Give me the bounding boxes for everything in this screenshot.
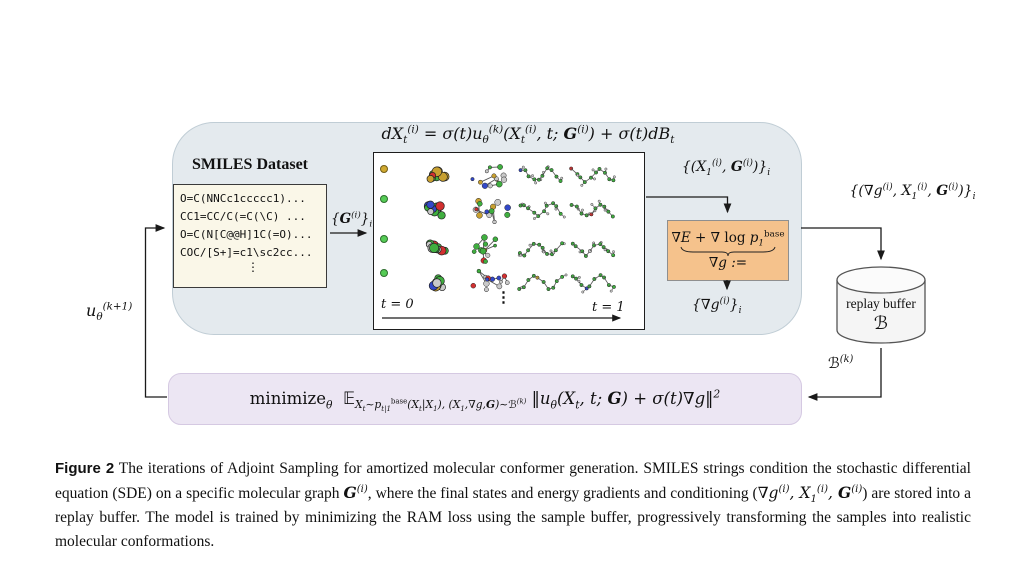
time-end-label: t = 1	[592, 300, 625, 315]
molecule-sample	[425, 239, 449, 256]
buffer-symbol: ℬ	[873, 313, 889, 334]
molecule-sample	[570, 273, 616, 294]
caption-text: , where the final states and energy grad…	[367, 484, 758, 502]
smiles-line: O=C(N[C@@H]1C(=O)...	[180, 228, 313, 242]
molecule-sample	[517, 241, 566, 258]
buffer-tuple-label: {(∇g(i), X1(i), G(i))}i	[849, 182, 976, 202]
molecule-sample	[569, 166, 616, 187]
molecule-panel	[373, 152, 645, 330]
panel-ellipsis: ⋮	[496, 290, 511, 306]
molecule-sample	[470, 268, 510, 293]
molecule-sample	[569, 199, 615, 219]
molecule-sample	[518, 165, 564, 185]
caption-text: ) are stored into a replay buffer. The m…	[55, 484, 972, 550]
molecule-sample	[423, 200, 446, 220]
conditioning-dot	[380, 195, 388, 203]
smiles-dataset-box: O=C(NNCc1ccccc1)... CC1=CC/C(=C(\C) ... …	[173, 184, 327, 288]
caption-label: Figure 2	[55, 459, 115, 477]
caption-text: The iterations of Adjoint Sampling for a…	[55, 459, 971, 502]
molecule-sample	[426, 166, 450, 183]
graph-set-label: {G(i)}i	[331, 210, 373, 230]
smiles-line: CC1=CC/C(=C(\C) ...	[180, 210, 306, 224]
loss-formula: minimizeθ 𝔼Xt∼pt|1base(Xt|X1), (X1,∇g,G)…	[249, 387, 721, 414]
caption-math: ∇g(i), X1(i), G(i)	[757, 482, 863, 505]
time-start-label: t = 0	[381, 297, 414, 312]
buffer-iteration-label: ℬ(k)	[828, 354, 854, 372]
gradient-definition-box: ∇E + ∇ log p1base ∇g :=	[667, 220, 789, 281]
replay-buffer-label: replay buffer	[846, 296, 916, 311]
molecule-sample	[472, 198, 511, 225]
gradient-sum-formula: ∇E + ∇ log p1base	[671, 229, 785, 249]
smiles-line: COC/[S+]=c1\sc2cc...	[180, 246, 313, 260]
molecule-sample	[570, 241, 616, 258]
final-state-set-label: {(X1(i), G(i))}i	[681, 158, 771, 178]
molecule-sample	[517, 273, 568, 292]
conditioning-dot	[380, 165, 388, 173]
loss-minimization-box: minimizeθ 𝔼Xt∼pt|1base(Xt|X1), (X1,∇g,G)…	[168, 373, 802, 425]
gradient-assign-formula: ∇g :=	[708, 255, 748, 271]
replay-buffer-cylinder	[836, 266, 926, 344]
smiles-ellipsis: ⋮	[247, 259, 259, 274]
updated-control-label: uθ(k+1)	[86, 300, 133, 324]
conditioning-dot	[380, 269, 388, 277]
molecule-sample	[471, 234, 499, 264]
underbrace-shape	[680, 246, 776, 256]
molecule-sample	[518, 201, 566, 220]
conditioning-dot	[380, 235, 388, 243]
caption-math: G(i)	[343, 482, 368, 502]
sde-equation: dXt(i) = σ(t)uθ(k)(Xt(i), t; G(i)) + σ(t…	[381, 123, 675, 147]
gradient-set-label: {∇g(i)}i	[692, 296, 742, 316]
smiles-dataset-title: SMILES Dataset	[191, 156, 308, 173]
figure-caption: Figure 2 The iterations of Adjoint Sampl…	[55, 457, 971, 554]
molecule-sample	[428, 274, 446, 292]
smiles-line: O=C(NNCc1ccccc1)...	[180, 192, 306, 205]
molecule-sample	[470, 164, 508, 189]
